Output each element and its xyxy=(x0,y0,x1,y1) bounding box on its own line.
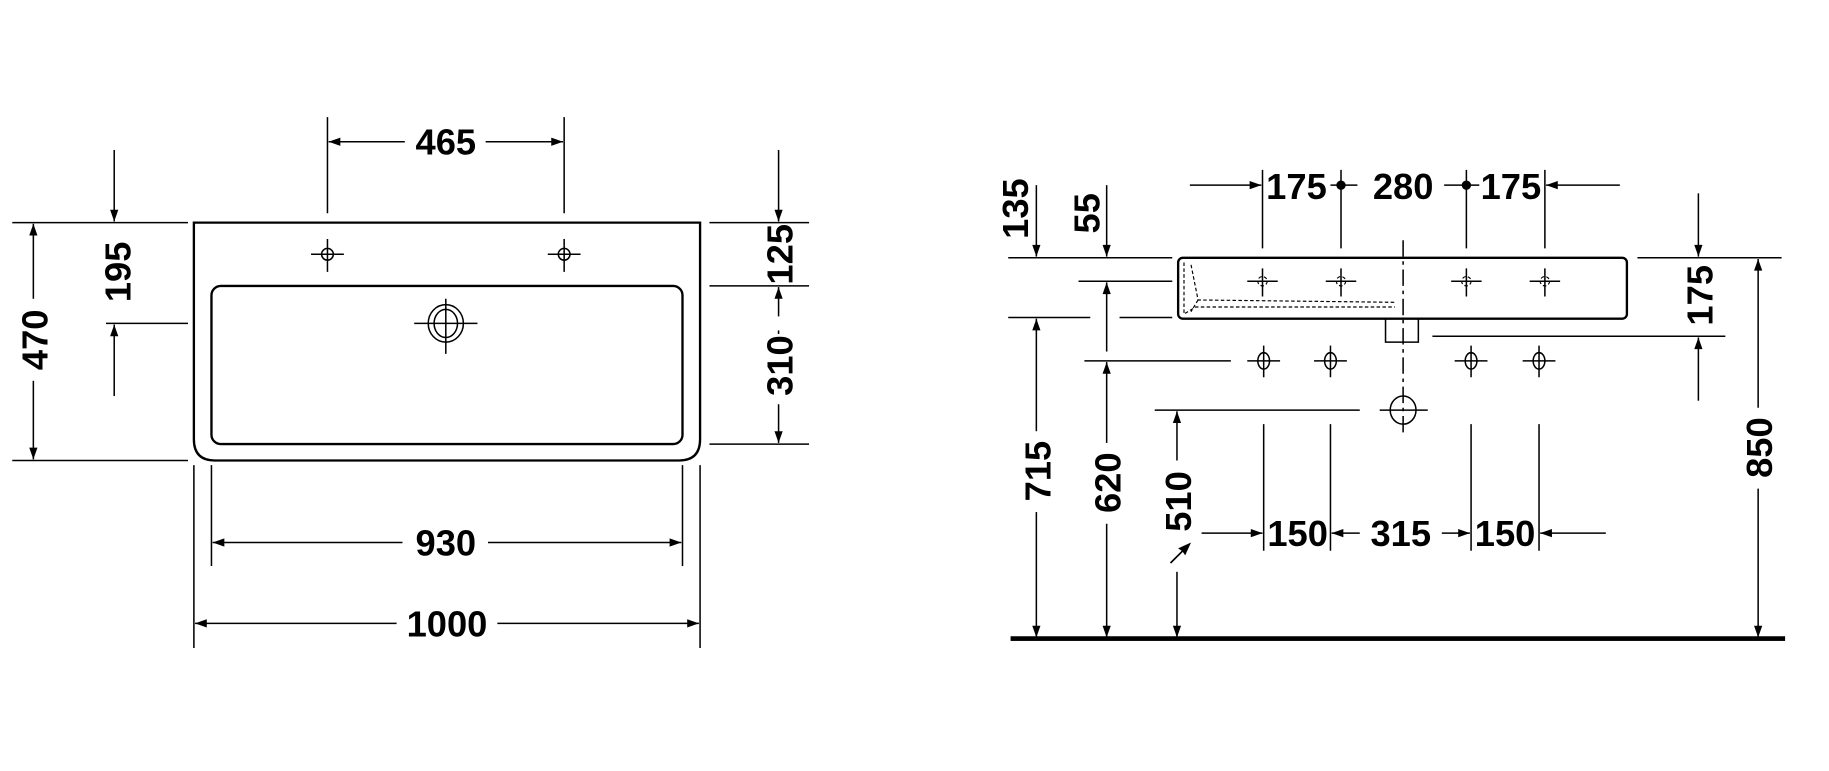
dimension-dot xyxy=(1336,180,1346,190)
dimension-dot xyxy=(1461,180,1472,190)
sink-outline xyxy=(192,221,702,462)
tap-hole-left-icon xyxy=(311,239,344,272)
tap-holes-lower xyxy=(1247,345,1556,378)
wall-hole-icon xyxy=(1314,345,1347,378)
tap-hole-icon xyxy=(1529,268,1561,297)
dim-top-280: 280 xyxy=(1373,166,1434,207)
dim-hole-to-drain: 195 xyxy=(98,242,139,303)
dim-basin-depth: 310 xyxy=(760,335,801,396)
tap-hole-right-icon xyxy=(547,239,581,272)
dim-715: 715 xyxy=(1017,441,1058,502)
pointer-arrow-icon xyxy=(1169,542,1192,564)
dim-135: 135 xyxy=(995,178,1036,239)
basin-outline xyxy=(210,284,684,446)
dim-top-175-left: 175 xyxy=(1266,166,1327,207)
front-view: 135 55 715 620 510 175 280 175 175 850 xyxy=(995,166,1786,641)
dim-bottom-315: 315 xyxy=(1370,513,1431,554)
floor-line xyxy=(1010,636,1786,641)
dim-bottom-150-left: 150 xyxy=(1267,513,1328,554)
drain-stub xyxy=(1384,318,1420,343)
dim-850: 850 xyxy=(1739,417,1780,478)
waste-outlet-icon xyxy=(1379,395,1428,425)
tap-holes-upper xyxy=(1247,268,1561,297)
dim-55: 55 xyxy=(1067,193,1108,233)
dim-620: 620 xyxy=(1088,452,1129,513)
wall-hole-icon xyxy=(1454,345,1488,378)
wall-hole-icon xyxy=(1247,345,1281,378)
dim-510: 510 xyxy=(1158,471,1199,532)
plan-view: 465 195 470 125 310 930 1000 xyxy=(12,117,810,648)
wall-hole-icon xyxy=(1522,345,1556,378)
overflow-channel xyxy=(1183,262,1395,316)
dim-hole-spacing: 465 xyxy=(416,122,477,163)
dim-top-175-right: 175 xyxy=(1481,166,1542,207)
dim-bottom-150-right: 150 xyxy=(1475,513,1536,554)
tap-hole-icon xyxy=(1451,268,1482,297)
dim-basin-width: 930 xyxy=(416,522,477,563)
dim-sink-height-175: 175 xyxy=(1679,265,1720,326)
drain-icon xyxy=(414,298,478,354)
tap-hole-icon xyxy=(1247,268,1278,297)
dim-deck-depth: 125 xyxy=(760,224,801,285)
dim-total-depth: 470 xyxy=(14,310,55,371)
dim-total-width: 1000 xyxy=(407,603,488,644)
tap-hole-icon xyxy=(1325,268,1357,297)
sink-front-outline xyxy=(1176,256,1629,320)
